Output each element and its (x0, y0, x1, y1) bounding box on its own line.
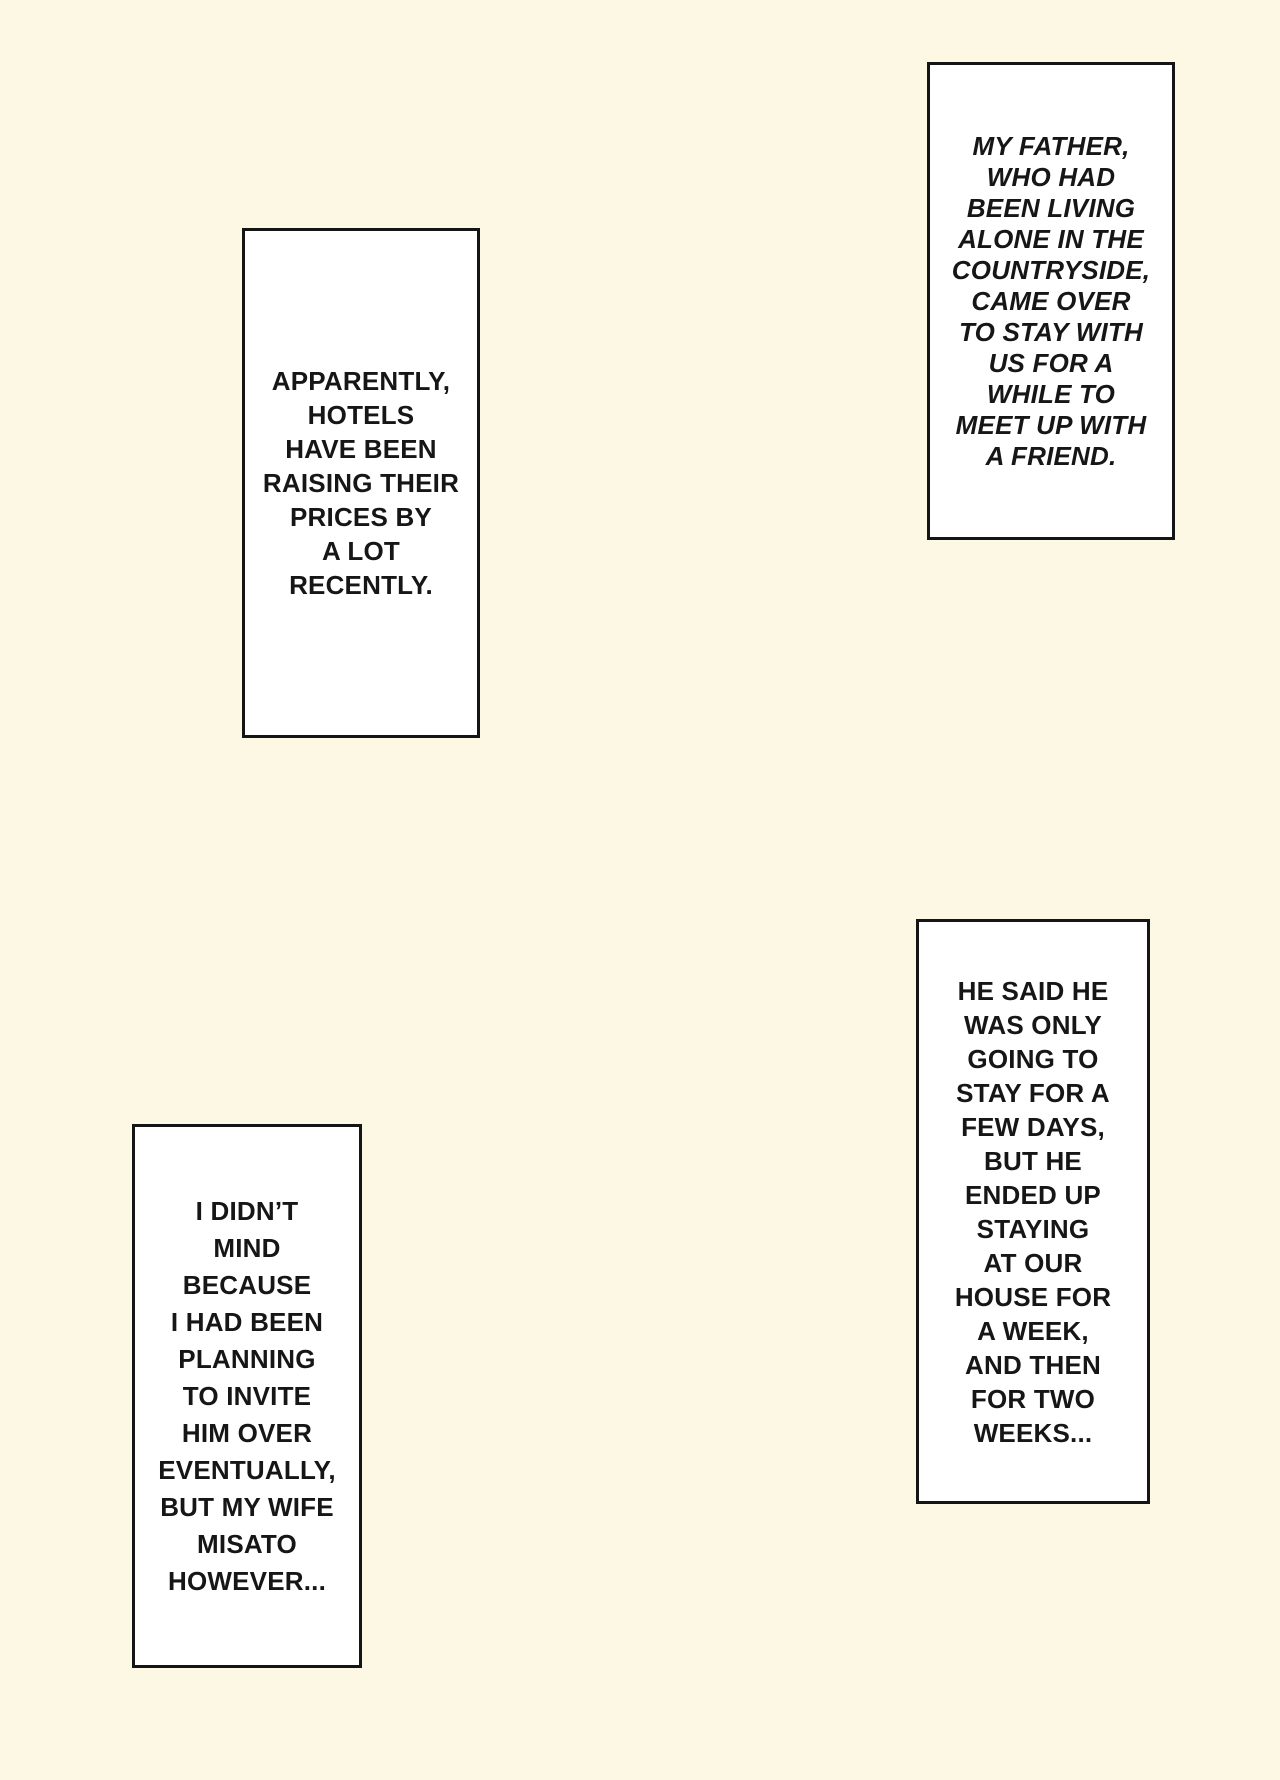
caption-box-father-visit: MY FATHER, WHO HAD BEEN LIVING ALONE IN … (927, 62, 1175, 540)
caption-text-didnt-mind: I DIDN’T MIND BECAUSE I HAD BEEN PLANNIN… (158, 1195, 336, 1596)
caption-box-hotel-prices: APPARENTLY, HOTELS HAVE BEEN RAISING THE… (242, 228, 480, 738)
caption-text-stay-length: HE SAID HE WAS ONLY GOING TO STAY FOR A … (954, 975, 1112, 1448)
caption-text-hotel-prices: APPARENTLY, HOTELS HAVE BEEN RAISING THE… (262, 366, 460, 600)
caption-box-didnt-mind: I DIDN’T MIND BECAUSE I HAD BEEN PLANNIN… (132, 1124, 362, 1668)
caption-box-stay-length: HE SAID HE WAS ONLY GOING TO STAY FOR A … (916, 919, 1150, 1504)
caption-text-father-visit: MY FATHER, WHO HAD BEEN LIVING ALONE IN … (951, 130, 1151, 471)
